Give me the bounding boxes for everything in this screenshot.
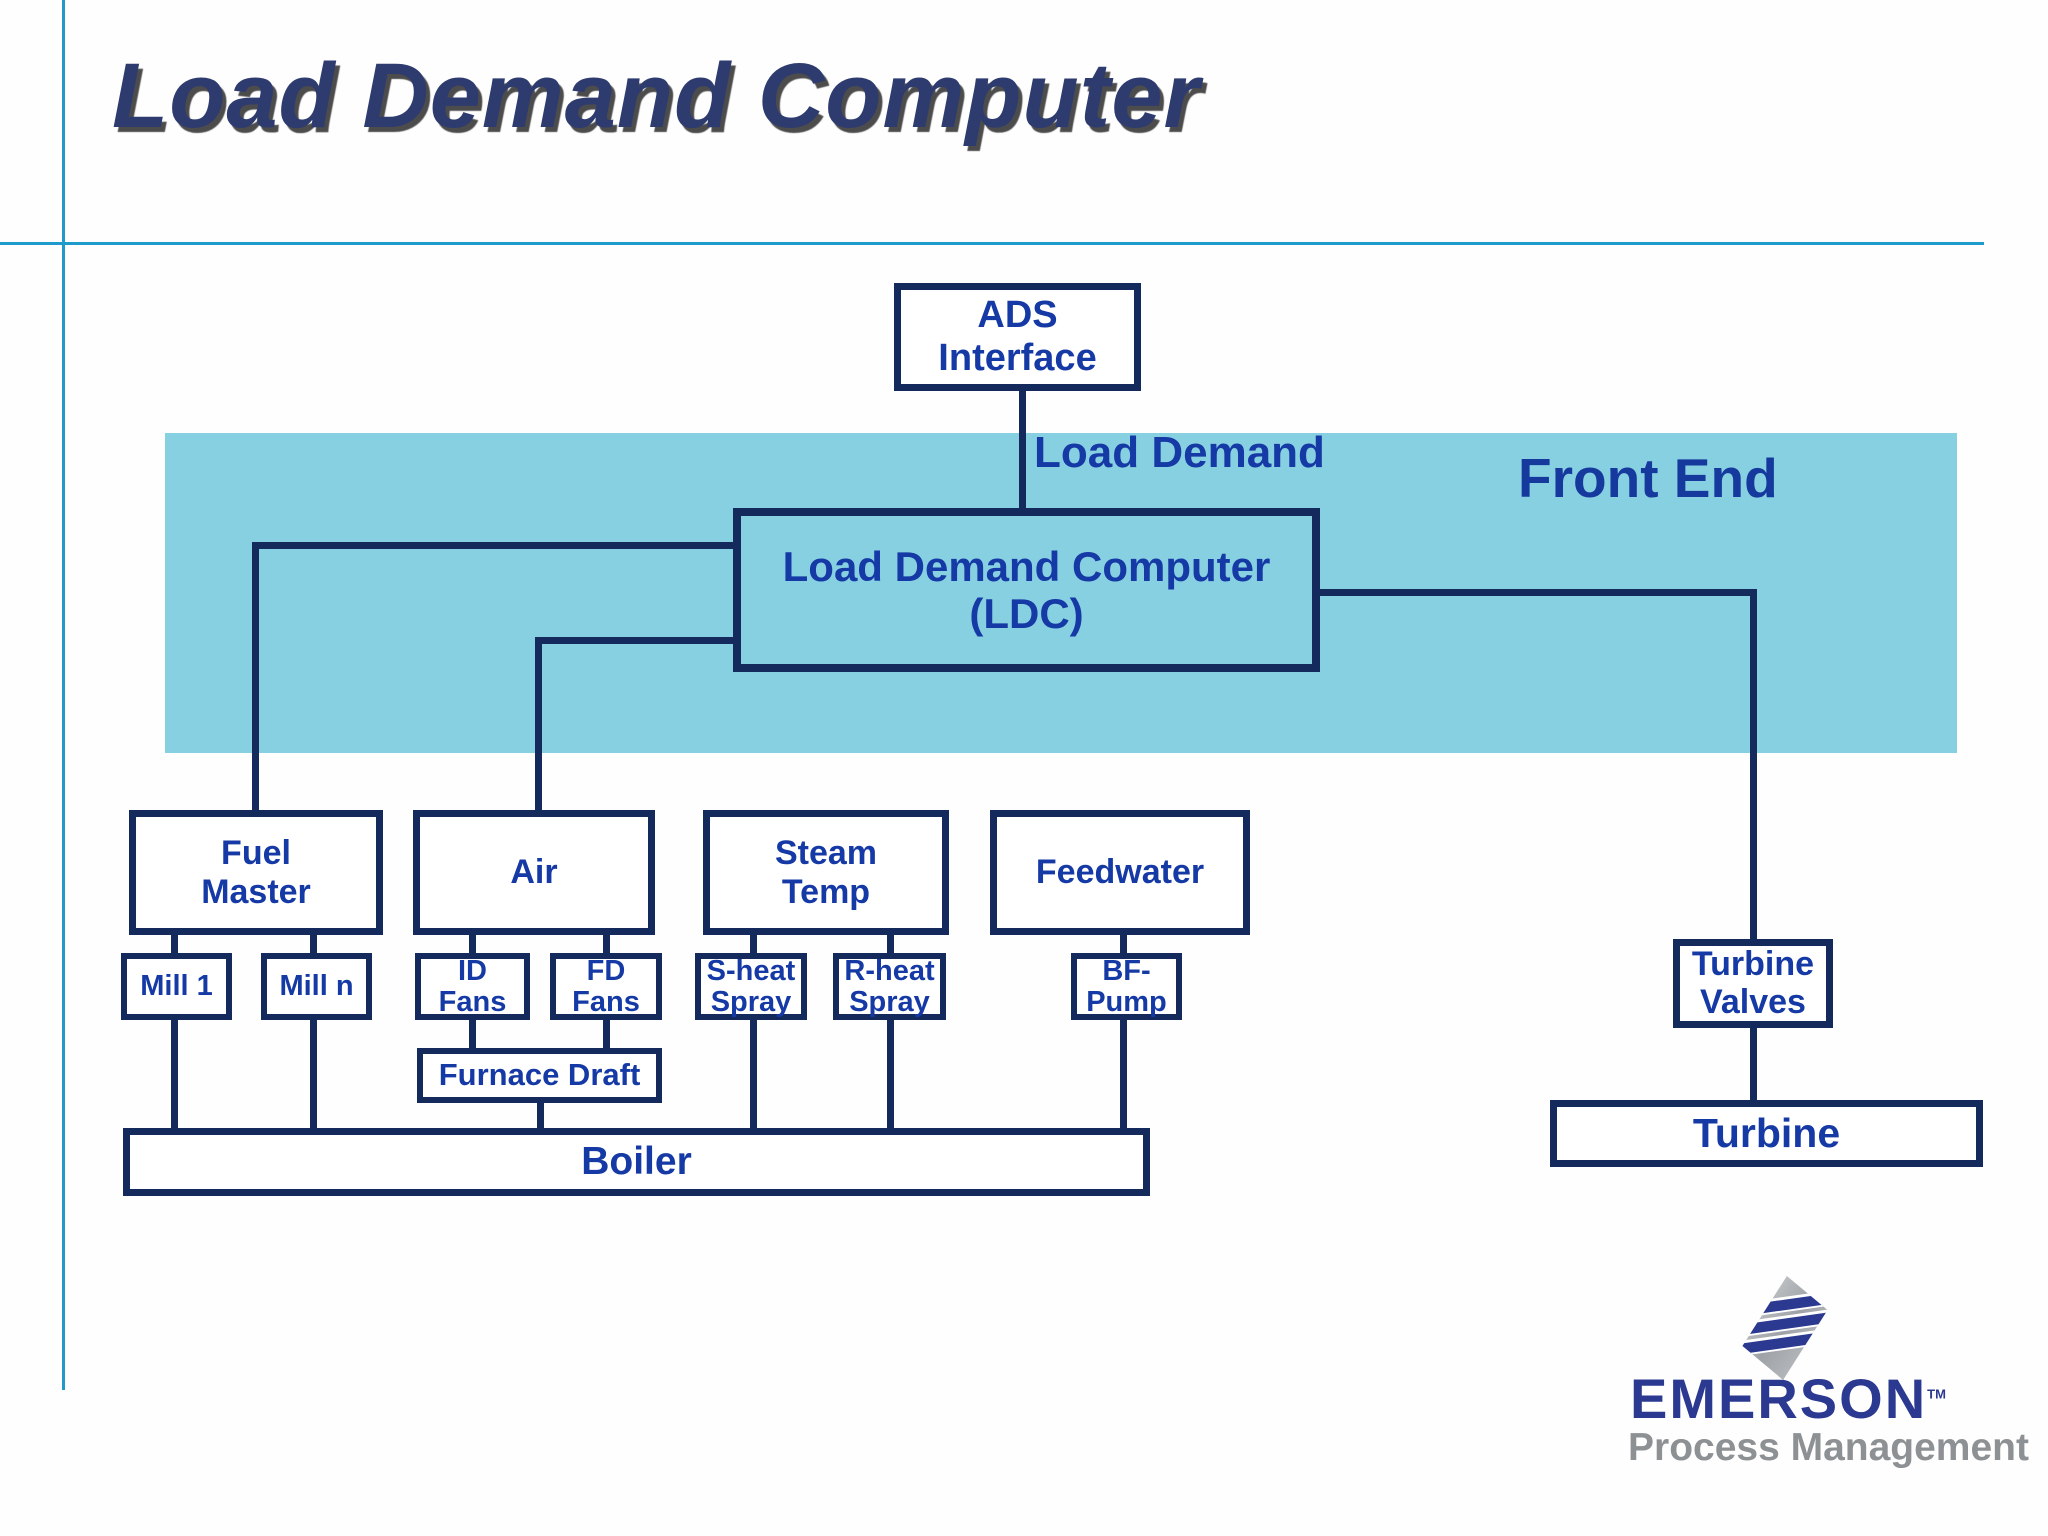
connector-ldc-to-turbine-valves-vertical — [1750, 589, 1757, 939]
connector-ldc-to-air-vertical — [535, 637, 542, 810]
node-label: (LDC) — [969, 590, 1084, 637]
node-boiler: Boiler — [123, 1128, 1150, 1196]
connector-furnace-draft-to-boiler — [537, 1103, 544, 1128]
connector-fuel-master-to-mill-n — [310, 935, 317, 953]
node-fd-fans: FD Fans — [550, 953, 662, 1020]
node-label: Pump — [1086, 985, 1167, 1018]
connector-r-heat-spray-to-boiler — [887, 1020, 894, 1128]
connector-fuel-master-to-mill-1 — [171, 935, 178, 953]
connector-steam-temp-to-s-heat-spray — [750, 935, 757, 953]
emerson-tagline: Process Management — [1628, 1426, 2029, 1469]
brand-text: EMERSON — [1630, 1367, 1928, 1430]
connector-ldc-to-turbine-valves-horizontal — [1320, 589, 1757, 596]
node-label: Feedwater — [1035, 853, 1205, 892]
connector-ldc-to-fuel-master-horizontal — [252, 542, 733, 549]
node-label: Turbine — [1692, 1109, 1841, 1156]
node-label: Temp — [781, 872, 871, 911]
emerson-wordmark: EMERSONTM — [1630, 1366, 1946, 1431]
node-r-heat-spray: R-heat Spray — [833, 953, 946, 1020]
horizontal-divider-line — [0, 242, 1984, 245]
connector-s-heat-spray-to-boiler — [750, 1020, 757, 1128]
node-furnace-draft: Furnace Draft — [417, 1048, 662, 1103]
connector-bf-pump-to-boiler — [1120, 1020, 1127, 1128]
node-mill-1: Mill 1 — [121, 953, 232, 1020]
page-title: Load Demand Computer — [112, 45, 1201, 147]
connector-ldc-to-fuel-master-vertical — [252, 542, 259, 810]
connector-id-fans-to-furnace-draft — [469, 1020, 476, 1048]
node-air: Air — [413, 810, 655, 935]
node-label: Spray — [849, 985, 930, 1018]
node-label: Boiler — [581, 1140, 692, 1184]
node-label: Mill n — [279, 970, 354, 1003]
node-label: Steam — [774, 834, 878, 873]
node-label: S-heat — [706, 955, 796, 988]
vertical-divider-line — [62, 0, 65, 1390]
connector-steam-temp-to-r-heat-spray — [887, 935, 894, 953]
node-label: Valves — [1700, 982, 1806, 1021]
node-label: Spray — [710, 985, 792, 1018]
node-label: ID — [458, 955, 487, 988]
node-bf-pump: BF- Pump — [1071, 953, 1182, 1020]
node-steam-temp: Steam Temp — [703, 810, 949, 935]
node-label: Furnace Draft — [438, 1057, 641, 1093]
connector-mill-1-to-boiler — [171, 1020, 178, 1128]
node-label: Turbine — [1691, 945, 1815, 984]
node-s-heat-spray: S-heat Spray — [695, 953, 807, 1020]
connector-air-to-id-fans — [469, 935, 476, 953]
connector-turbine-valves-to-turbine — [1750, 1028, 1757, 1100]
node-label: R-heat — [844, 955, 935, 988]
node-turbine-valves: Turbine Valves — [1673, 939, 1833, 1028]
node-label: Fans — [572, 985, 640, 1018]
node-feedwater: Feedwater — [990, 810, 1250, 935]
node-mill-n: Mill n — [261, 953, 372, 1020]
node-label: Mill 1 — [140, 970, 213, 1003]
load-demand-connector-label: Load Demand — [1034, 428, 1325, 477]
connector-fd-fans-to-furnace-draft — [603, 1020, 610, 1048]
node-label: BF- — [1102, 955, 1151, 988]
connector-ads-to-ldc — [1019, 391, 1026, 508]
node-fuel-master: Fuel Master — [129, 810, 383, 935]
connector-ldc-to-air-horizontal — [535, 637, 733, 644]
node-label: Fans — [438, 985, 507, 1018]
node-label: Air — [510, 853, 558, 892]
emerson-diamond-logo-icon — [1742, 1276, 1828, 1380]
node-id-fans: ID Fans — [415, 953, 530, 1020]
trademark-symbol: TM — [1927, 1386, 1946, 1402]
connector-feedwater-to-bf-pump — [1120, 935, 1127, 953]
connector-mill-n-to-boiler — [310, 1020, 317, 1128]
node-load-demand-computer: Load Demand Computer (LDC) — [733, 508, 1320, 672]
node-label: Load Demand Computer — [782, 542, 1271, 590]
node-label: Fuel — [221, 834, 291, 873]
node-ads-interface: ADS Interface — [894, 283, 1141, 391]
node-label: Master — [201, 872, 311, 911]
node-label: FD — [586, 955, 626, 988]
node-label: Interface — [938, 337, 1097, 379]
front-end-label: Front End — [1518, 447, 1778, 509]
node-label: ADS — [977, 294, 1058, 337]
connector-air-to-fd-fans — [603, 935, 610, 953]
node-turbine: Turbine — [1550, 1100, 1983, 1167]
